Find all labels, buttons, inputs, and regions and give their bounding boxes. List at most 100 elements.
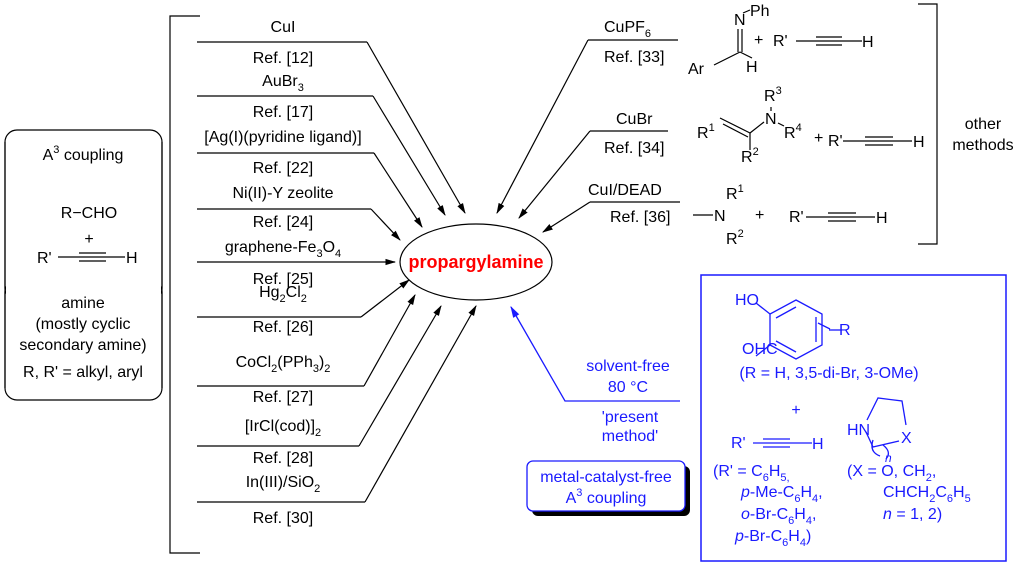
cyclic-amine-structure: HN X n bbox=[847, 397, 912, 465]
amine-note: secondary amine) bbox=[19, 337, 146, 354]
catalyst-name: graphene-Fe3O4 bbox=[225, 239, 341, 260]
alkyne-h-label: H bbox=[862, 34, 874, 51]
enamine-structure: R1 N R3 R4 R2 bbox=[697, 85, 802, 166]
alkyne-triple-bond bbox=[843, 136, 912, 146]
svg-text:R4: R4 bbox=[784, 122, 802, 142]
product-label: propargylamine bbox=[408, 252, 543, 272]
ref-label: Ref. [26] bbox=[253, 319, 313, 336]
alkyne-h-label: H bbox=[126, 250, 138, 267]
ref-label: Ref. [30] bbox=[253, 510, 313, 527]
ref-label: Ref. [17] bbox=[253, 104, 313, 121]
catalyst-name: AuBr3 bbox=[262, 73, 304, 94]
svg-text:N: N bbox=[714, 208, 726, 225]
svg-text:HO: HO bbox=[735, 292, 759, 309]
alkyne-scope: p-Br-C6H4) bbox=[734, 528, 811, 549]
plus-sign: + bbox=[755, 207, 764, 224]
other-methods-label: other bbox=[965, 116, 1002, 133]
imine-structure: N Ph Ar H bbox=[688, 3, 770, 78]
substrate-scope-box bbox=[700, 274, 1007, 562]
svg-text:R: R bbox=[839, 322, 851, 339]
svg-text:N: N bbox=[765, 111, 777, 128]
alkyne-scope: o-Br-C6H4, bbox=[741, 506, 816, 527]
reaction-arrow bbox=[363, 294, 416, 387]
right-bracket bbox=[918, 3, 938, 245]
svg-text:Ar: Ar bbox=[688, 61, 705, 78]
left-bracket bbox=[169, 15, 200, 554]
amine-scope: CHCH2C6H5 bbox=[883, 484, 971, 505]
reaction-arrow bbox=[360, 279, 410, 318]
alkyne-h-label: H bbox=[876, 210, 888, 227]
ref-label: Ref. [24] bbox=[253, 214, 313, 231]
amine-scope: (X = O, CH2, bbox=[847, 463, 936, 484]
plus-sign: + bbox=[791, 402, 800, 419]
present-method-label: method' bbox=[602, 428, 658, 445]
ref-label: Ref. [33] bbox=[604, 49, 664, 66]
ref-label: Ref. [12] bbox=[253, 50, 313, 67]
catalyst-name: [Ag(I)(pyridine ligand)] bbox=[204, 129, 361, 146]
alkyne-r-label: R' bbox=[828, 133, 843, 150]
svg-text:R2: R2 bbox=[741, 146, 759, 166]
svg-text:R1: R1 bbox=[697, 122, 715, 142]
catalyst-row: CuI Ref. [12] bbox=[197, 19, 466, 214]
alkyne-scope: (R' = C6H5, bbox=[713, 463, 790, 484]
svg-text:OHC: OHC bbox=[742, 341, 778, 358]
alkyne-r-label: R' bbox=[37, 250, 52, 267]
other-methods-label: methods bbox=[952, 137, 1013, 154]
amine-scope: n = 1, 2) bbox=[883, 506, 942, 523]
badge-line2: A3 coupling bbox=[566, 487, 647, 507]
catalyst-name: CoCl2(PPh3)2 bbox=[236, 354, 331, 375]
ref-label: Ref. [27] bbox=[253, 389, 313, 406]
substituent-note: R, R' = alkyl, aryl bbox=[23, 364, 143, 381]
condition-solvent-free: solvent-free bbox=[586, 358, 670, 375]
alkyne-triple-bond bbox=[58, 252, 125, 262]
alkyne-r-label: R' bbox=[731, 435, 746, 452]
svg-text:R1: R1 bbox=[726, 183, 744, 203]
plus-sign: + bbox=[84, 231, 93, 248]
svg-text:R3: R3 bbox=[764, 85, 782, 105]
ref-label: Ref. [25] bbox=[253, 271, 313, 288]
catalyst-name: Hg2Cl2 bbox=[259, 284, 307, 305]
metal-free-badge bbox=[526, 460, 686, 512]
ref-label: Ref. [34] bbox=[604, 140, 664, 157]
amine-note: (mostly cyclic bbox=[35, 316, 130, 333]
svg-text:Ph: Ph bbox=[750, 3, 770, 20]
ref-label: Ref. [36] bbox=[610, 209, 670, 226]
reaction-arrow bbox=[373, 152, 423, 228]
catalyst-cupf6: CuPF6 bbox=[604, 19, 651, 40]
alkyne-h-label: H bbox=[913, 134, 925, 151]
svg-text:R2: R2 bbox=[726, 228, 744, 248]
catalyst-name: CuI bbox=[271, 19, 296, 36]
alkyne-r-label: R' bbox=[789, 209, 804, 226]
ref-label: Ref. [22] bbox=[253, 160, 313, 177]
catalyst-name: [IrCl(cod)]2 bbox=[245, 418, 321, 439]
reaction-arrow bbox=[370, 208, 401, 241]
aldehyde-scope: (R = H, 3,5-di-Br, 3-OMe) bbox=[739, 365, 918, 382]
catalyst-name: In(III)/SiO2 bbox=[246, 474, 321, 495]
alkyne-scope: p-Me-C6H4, bbox=[740, 484, 823, 505]
reaction-arrow bbox=[366, 41, 466, 214]
catalyst-cubr: CuBr bbox=[616, 111, 653, 128]
alkyne-r-label: R' bbox=[773, 33, 788, 50]
other-methods: CuPF6 Ref. [33] N Ph Ar H + R' H CuBr Re… bbox=[496, 3, 1014, 248]
ref-label: Ref. [28] bbox=[253, 450, 313, 467]
catalyst-cui-dead: CuI/DEAD bbox=[588, 182, 662, 199]
plus-sign: + bbox=[814, 130, 823, 147]
svg-text:H: H bbox=[746, 59, 758, 76]
present-method-label: 'present bbox=[602, 409, 659, 426]
reaction-arrow bbox=[364, 305, 477, 503]
svg-text:X: X bbox=[901, 430, 912, 447]
alkyne-triple-bond bbox=[753, 438, 812, 448]
alkyne-triple-bond bbox=[806, 212, 875, 222]
alkyne-h-label: H bbox=[812, 436, 824, 453]
reaction-arrow bbox=[358, 305, 442, 447]
catalyst-name: Ni(II)-Y zeolite bbox=[232, 185, 333, 202]
